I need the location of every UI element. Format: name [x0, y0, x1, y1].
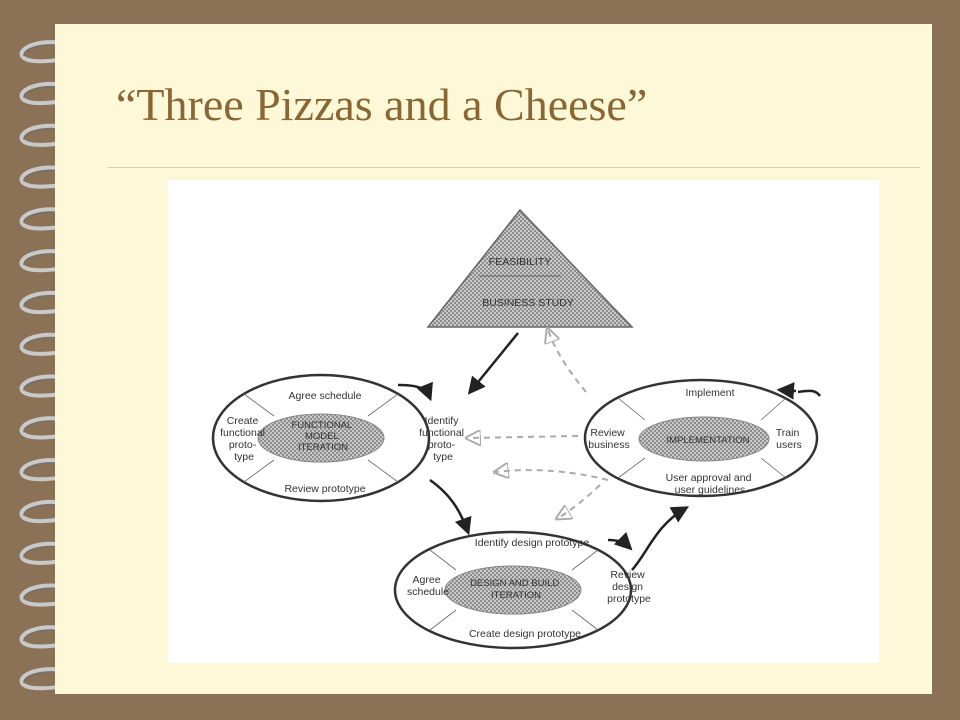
design-right-label: Review design prototype	[607, 569, 651, 605]
functional-cycle-arrow	[397, 381, 433, 402]
design-to-implementation-arrow	[631, 506, 690, 571]
functional-bottom-label: Review prototype	[284, 483, 365, 495]
design-center-label: DESIGN AND BUILD ITERATION	[470, 578, 562, 601]
pyramid-bottom-label: BUSINESS STUDY	[482, 297, 574, 309]
slide-title: “Three Pizzas and a Cheese”	[116, 79, 648, 130]
feasibility-pyramid: FEASIBILITY BUSINESS STUDY	[426, 208, 634, 328]
implementation-right-label: Train users	[776, 427, 802, 451]
design-build-ellipse: DESIGN AND BUILD ITERATION Identify desi…	[393, 530, 651, 650]
dsdm-diagram: FEASIBILITY BUSINESS STUDY FUNCTIONAL MO…	[168, 180, 879, 663]
implementation-ellipse: IMPLEMENTATION Implement Review business…	[583, 378, 819, 498]
functional-right-label: Identify functional proto- type	[419, 415, 467, 463]
functional-center-label: FUNCTIONAL MODEL ITERATION	[292, 420, 355, 453]
functional-top-label: Agree schedule	[289, 390, 362, 402]
design-left-label: Agree schedule	[407, 574, 449, 598]
title-divider	[108, 167, 920, 168]
pyramid-to-functional-arrow	[467, 332, 519, 395]
pyramid-top-label: FEASIBILITY	[489, 256, 551, 268]
feedback-arrows	[468, 330, 609, 518]
functional-model-ellipse: FUNCTIONAL MODEL ITERATION Agree schedul…	[211, 373, 467, 503]
design-bottom-label: Create design prototype	[469, 628, 581, 640]
design-cycle-arrow	[607, 531, 633, 551]
functional-to-design-arrow	[429, 478, 472, 536]
implementation-bottom-label: User approval and user guidelines	[666, 472, 755, 496]
implementation-center-label: IMPLEMENTATION	[666, 435, 749, 446]
implementation-cycle-arrow	[797, 389, 822, 397]
design-top-label: Identify design prototype	[475, 537, 590, 549]
process-arrows	[397, 332, 822, 571]
implementation-top-label: Implement	[685, 387, 734, 399]
implementation-left-label: Review business	[588, 427, 629, 451]
functional-left-label: Create functional proto- type	[220, 415, 268, 463]
